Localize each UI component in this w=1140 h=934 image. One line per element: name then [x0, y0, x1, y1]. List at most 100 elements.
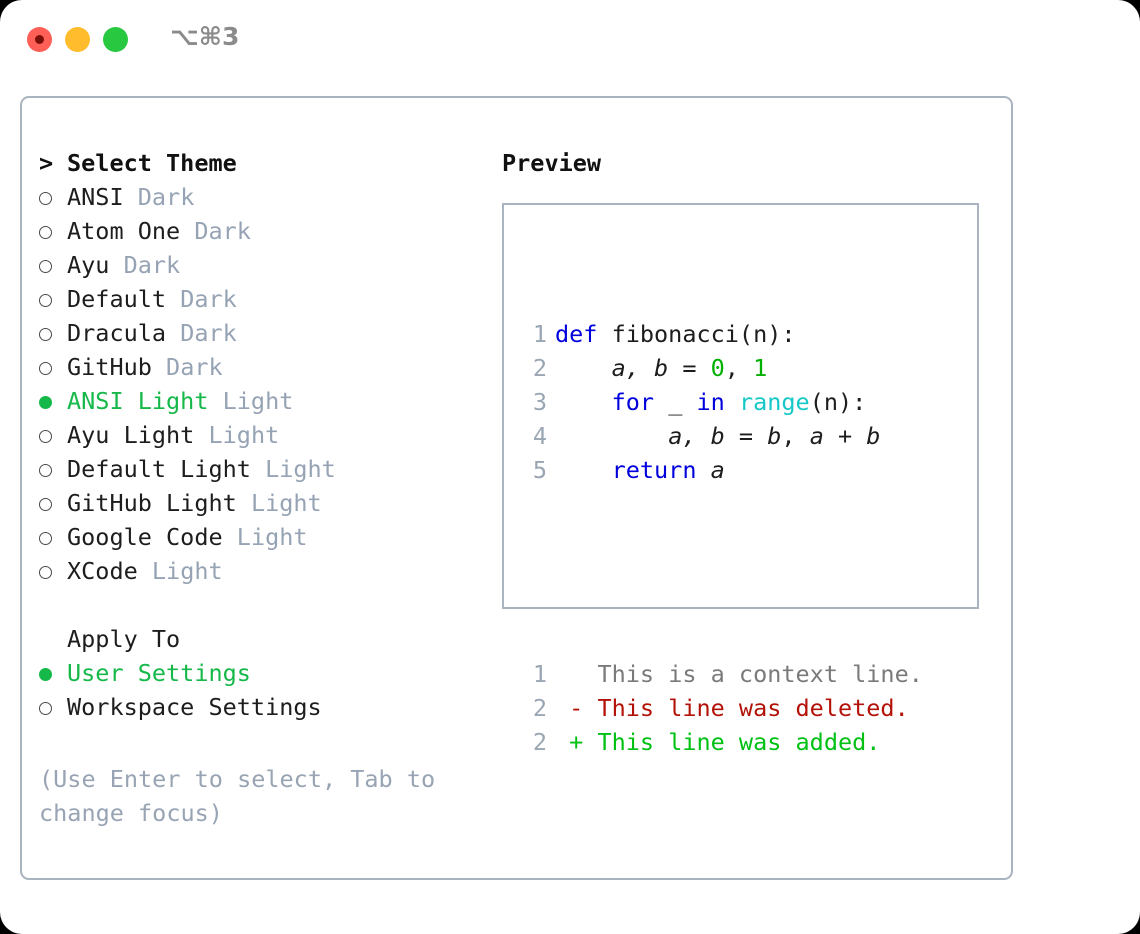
theme-picker-title: Select Theme: [67, 149, 237, 177]
space: [109, 248, 123, 282]
space: [180, 214, 194, 248]
radio-selected-icon[interactable]: [39, 658, 67, 692]
line-number: 2: [532, 694, 547, 722]
code-line: 4 a, b = b, a + b: [521, 419, 923, 453]
theme-item-kind: Light: [265, 455, 336, 483]
code-token: ,: [781, 422, 810, 450]
theme-item-label: GitHub Light: [67, 489, 237, 517]
theme-item-kind: Light: [222, 387, 294, 415]
line-number: 5: [532, 456, 547, 484]
code-token: (n):: [809, 388, 867, 416]
theme-item-xcode[interactable]: XCode Light: [39, 554, 499, 588]
theme-item-atom-one[interactable]: Atom One Dark: [39, 214, 499, 248]
diff-marker: +: [555, 728, 598, 756]
code-token: +: [823, 422, 867, 450]
theme-item-default-light[interactable]: Default Light Light: [39, 452, 499, 486]
theme-item-default[interactable]: Default Dark: [39, 282, 499, 316]
space: [194, 418, 208, 452]
space: [152, 350, 166, 384]
title-bar: ⌥⌘3: [0, 0, 1140, 76]
radio-unselected-icon[interactable]: [39, 182, 67, 216]
theme-item-label: Google Code: [67, 523, 223, 551]
radio-unselected-icon[interactable]: [39, 454, 67, 488]
apply-to-option-user-settings[interactable]: User Settings: [39, 656, 499, 690]
code-token: def: [555, 320, 612, 348]
line-number: 2: [532, 728, 547, 756]
theme-item-kind: Light: [236, 523, 308, 551]
theme-item-github-light[interactable]: GitHub Light Light: [39, 486, 499, 520]
code-token: b: [767, 422, 782, 450]
radio-unselected-icon[interactable]: [39, 352, 67, 386]
theme-item-kind: Dark: [123, 251, 181, 279]
theme-item-kind: Dark: [137, 183, 195, 211]
close-button[interactable]: [27, 27, 52, 52]
code-token: _: [654, 388, 697, 416]
code-token: [555, 388, 612, 416]
code-token: for: [611, 388, 655, 416]
line-number: 3: [532, 388, 547, 416]
diff-text: This line was added.: [597, 728, 881, 756]
theme-item-ayu[interactable]: Ayu Dark: [39, 248, 499, 282]
space: [223, 520, 237, 554]
diff-line: 1 This is a context line.: [521, 657, 923, 691]
traffic-light-buttons: [27, 27, 128, 52]
theme-item-github[interactable]: GitHub Dark: [39, 350, 499, 384]
code-token: return: [611, 456, 697, 484]
code-token: [725, 388, 739, 416]
radio-unselected-icon[interactable]: [39, 420, 67, 454]
space: [138, 554, 152, 588]
theme-item-ansi[interactable]: ANSI Dark: [39, 180, 499, 214]
radio-unselected-icon[interactable]: [39, 284, 67, 318]
radio-unselected-icon[interactable]: [39, 216, 67, 250]
theme-item-google-code[interactable]: Google Code Light: [39, 520, 499, 554]
code-line: 2 a, b = 0, 1: [521, 351, 923, 385]
theme-item-kind: Dark: [166, 353, 223, 381]
theme-item-kind: Dark: [180, 319, 237, 347]
preview-title: Preview: [502, 149, 602, 177]
theme-item-ayu-light[interactable]: Ayu Light Light: [39, 418, 499, 452]
theme-item-dracula[interactable]: Dracula Dark: [39, 316, 499, 350]
diff-marker: -: [555, 694, 598, 722]
theme-item-kind: Light: [208, 421, 280, 449]
radio-unselected-icon[interactable]: [39, 250, 67, 284]
theme-item-label: ANSI: [67, 183, 124, 211]
radio-unselected-icon[interactable]: [39, 692, 67, 726]
line-number: 4: [532, 422, 547, 450]
theme-item-kind: Light: [151, 557, 223, 585]
code-line: 3 for _ in range(n):: [521, 385, 923, 419]
radio-unselected-icon[interactable]: [39, 556, 67, 590]
code-token: a, b: [611, 354, 669, 382]
radio-unselected-icon[interactable]: [39, 488, 67, 522]
code-token: a: [710, 456, 725, 484]
theme-picker-header: > Select Theme: [39, 146, 499, 180]
diff-text: This line was deleted.: [597, 694, 909, 722]
line-number: 2: [532, 354, 547, 382]
maximize-button[interactable]: [103, 27, 128, 52]
theme-item-label: ANSI Light: [67, 387, 209, 415]
line-number: 1: [532, 320, 547, 348]
theme-item-kind: Light: [250, 489, 322, 517]
code-token: [555, 456, 612, 484]
theme-item-ansi-light[interactable]: ANSI Light Light: [39, 384, 499, 418]
theme-item-label: GitHub: [67, 353, 152, 381]
radio-unselected-icon[interactable]: [39, 318, 67, 352]
space: [124, 180, 138, 214]
theme-item-label: Default Light: [67, 455, 251, 483]
theme-item-label: Ayu: [67, 251, 110, 279]
diff-text: This is a context line.: [597, 660, 923, 688]
radio-selected-icon[interactable]: [39, 386, 67, 420]
apply-to-title: Apply To: [67, 625, 181, 653]
spacer: [39, 588, 499, 622]
code-token: range: [738, 388, 810, 416]
code-token: 1: [753, 354, 768, 382]
radio-unselected-icon[interactable]: [39, 522, 67, 556]
apply-to-option-workspace-settings[interactable]: Workspace Settings: [39, 690, 499, 724]
minimize-button[interactable]: [65, 27, 90, 52]
theme-item-label: Ayu Light: [67, 421, 195, 449]
theme-item-kind: Dark: [194, 217, 251, 245]
